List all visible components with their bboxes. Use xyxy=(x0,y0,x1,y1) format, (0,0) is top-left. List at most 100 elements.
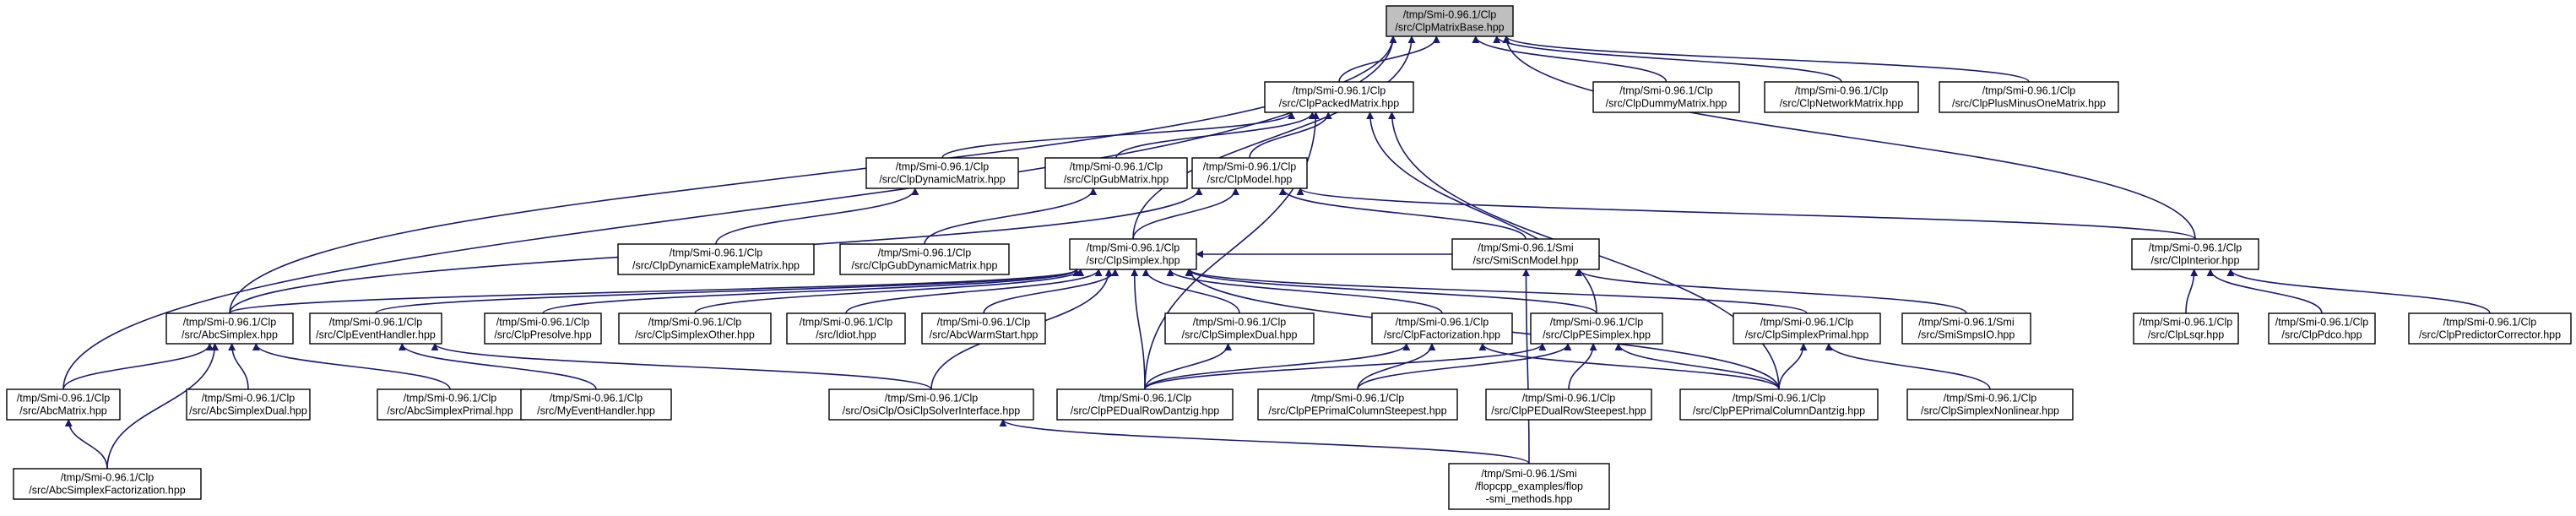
node-abcsimplexprimal-hpp[interactable]: /tmp/Smi-0.96.1/Clp/src/AbcSimplexPrimal… xyxy=(377,388,523,421)
node-abcmatrix-hpp[interactable]: /tmp/Smi-0.96.1/Clp/src/AbcMatrix.hpp xyxy=(6,388,121,421)
include-edge xyxy=(106,343,220,470)
node-label-line: /tmp/Smi-0.96.1/Clp xyxy=(1944,393,2037,405)
include-edge xyxy=(1144,343,1411,390)
node-idiot-hpp[interactable]: /tmp/Smi-0.96.1/Clp/src/Idiot.hpp xyxy=(786,312,906,345)
node-label-line: /src/ClpDynamicExampleMatrix.hpp xyxy=(632,260,800,272)
node-label-line: /src/SmiScnModel.hpp xyxy=(1472,255,1578,267)
node-abcwarmstart-hpp[interactable]: /tmp/Smi-0.96.1/Clp/src/AbcWarmStart.hpp xyxy=(921,312,1046,345)
node-label-line: /tmp/Smi-0.96.1/Smi xyxy=(1478,242,1573,254)
node-clpeventhandler-hpp[interactable]: /tmp/Smi-0.96.1/Clp/src/ClpEventHandler.… xyxy=(309,312,442,345)
node-box xyxy=(828,388,1034,421)
include-edge xyxy=(62,343,214,390)
node-box xyxy=(1451,238,1600,270)
node-clpgubmatrix-hpp[interactable]: /tmp/Smi-0.96.1/Clp/src/ClpGubMatrix.hpp xyxy=(1044,157,1188,189)
include-edge xyxy=(1166,269,1443,314)
node-clpfactorization-hpp[interactable]: /tmp/Smi-0.96.1/Clp/src/ClpFactorization… xyxy=(1371,312,1513,345)
node-clppeprimalcolumndantzig-hpp[interactable]: /tmp/Smi-0.96.1/Clp/src/ClpPEPrimalColum… xyxy=(1679,388,1879,421)
node-clpdummymatrix-hpp[interactable]: /tmp/Smi-0.96.1/Clp/src/ClpDummyMatrix.h… xyxy=(1592,81,1740,113)
node-label-line: /src/ClpDummyMatrix.hpp xyxy=(1606,98,1727,110)
include-edge xyxy=(1132,35,1416,240)
node-label-line: /src/ClpSimplex.hpp xyxy=(1086,255,1180,267)
node-label-line: /src/ClpInterior.hpp xyxy=(2151,255,2240,267)
node-osiclpsolverinterface-hpp[interactable]: /tmp/Smi-0.96.1/Clp/src/OsiClp/OsiClpSol… xyxy=(828,388,1034,421)
node-clppackedmatrix-hpp[interactable]: /tmp/Smi-0.96.1/Clp/src/ClpPackedMatrix.… xyxy=(1264,81,1414,113)
node-abcsimplex-hpp[interactable]: /tmp/Smi-0.96.1/Clp/src/AbcSimplex.hpp xyxy=(165,312,294,345)
node-box xyxy=(1530,312,1663,345)
node-label-line: /src/MyEventHandler.hpp xyxy=(537,405,655,417)
node-label-line: /tmp/Smi-0.96.1/Clp xyxy=(885,393,979,405)
node-abcsimplexdual-hpp[interactable]: /tmp/Smi-0.96.1/Clp/src/AbcSimplexDual.h… xyxy=(186,388,311,421)
node-box xyxy=(6,388,121,421)
node-label-line: /tmp/Smi-0.96.1/Clp xyxy=(1795,85,1889,97)
node-label-line: /tmp/Smi-0.96.1/Clp xyxy=(937,317,1031,329)
node-clppresolve-hpp[interactable]: /tmp/Smi-0.96.1/Clp/src/ClpPresolve.hpp xyxy=(484,312,602,345)
node-box xyxy=(1056,388,1234,421)
node-box xyxy=(839,243,1010,275)
node-clppedualrowdantzig-hpp[interactable]: /tmp/Smi-0.96.1/Clp/src/ClpPEDualRowDant… xyxy=(1056,388,1234,421)
node-label-line: /tmp/Smi-0.96.1/Clp xyxy=(878,247,972,259)
node-smismpsio-hpp[interactable]: /tmp/Smi-0.96.1/Smi/src/SmiSmpsIO.hpp xyxy=(1901,312,2031,345)
node-clpsimplexnonlinear-hpp[interactable]: /tmp/Smi-0.96.1/Clp/src/ClpSimplexNonlin… xyxy=(1906,388,2074,421)
node-clppeprimalcolumnsteepest-hpp[interactable]: /tmp/Smi-0.96.1/Clp/src/ClpPEPrimalColum… xyxy=(1257,388,1458,421)
include-edge xyxy=(1366,111,1597,314)
node-label-line: /tmp/Smi-0.96.1/Clp xyxy=(2139,317,2233,329)
node-label-line: /tmp/Smi-0.96.1/Clp xyxy=(1098,393,1192,405)
include-edge xyxy=(1131,269,1146,390)
node-box xyxy=(165,312,294,345)
include-edge xyxy=(1478,343,1780,390)
node-clppesimplex-hpp[interactable]: /tmp/Smi-0.96.1/Clp/src/ClpPESimplex.hpp xyxy=(1530,312,1663,345)
include-edge xyxy=(229,269,1081,314)
node-label-line: /tmp/Smi-0.96.1/Clp xyxy=(17,393,111,405)
node-label-line: /tmp/Smi-0.96.1/Clp xyxy=(1760,317,1854,329)
node-clpdynamicmatrix-hpp[interactable]: /tmp/Smi-0.96.1/Clp/src/ClpDynamicMatrix… xyxy=(865,157,1019,189)
node-clppredictorcorrector-hpp[interactable]: /tmp/Smi-0.96.1/Clp/src/ClpPredictorCorr… xyxy=(2408,312,2572,345)
node-clpsimplexprimal-hpp[interactable]: /tmp/Smi-0.96.1/Clp/src/ClpSimplexPrimal… xyxy=(1733,312,1881,345)
node-clppedualrowsteepest-hpp[interactable]: /tmp/Smi-0.96.1/Clp/src/ClpPEDualRowStee… xyxy=(1485,388,1652,421)
node-clpplusminusonematrix-hpp[interactable]: /tmp/Smi-0.96.1/Clp/src/ClpPlusMinusOneM… xyxy=(1939,81,2119,113)
node-label-line: /src/ClpLsqr.hpp xyxy=(2148,329,2224,341)
node-label-line: /tmp/Smi-0.96.1/Clp xyxy=(61,472,155,484)
node-label-line: /src/ClpPEDualRowSteepest.hpp xyxy=(1491,405,1646,417)
node-box xyxy=(1764,81,1919,113)
node-box xyxy=(1906,388,2074,421)
node-label-line: /tmp/Smi-0.96.1/Clp xyxy=(1550,317,1644,329)
node-label-line: /src/AbcMatrix.hpp xyxy=(19,405,107,417)
node-box xyxy=(1069,238,1197,270)
node-label-line: /tmp/Smi-0.96.1/Clp xyxy=(1396,317,1489,329)
include-edge xyxy=(252,343,451,390)
node-myeventhandler-hpp[interactable]: /tmp/Smi-0.96.1/Clp/src/MyEventHandler.h… xyxy=(520,388,672,421)
node-clpdynamicexamplematrix-hpp[interactable]: /tmp/Smi-0.96.1/Clp/src/ClpDynamicExampl… xyxy=(617,243,815,275)
node-box xyxy=(617,243,815,275)
node-label-line: /tmp/Smi-0.96.1/Clp xyxy=(1293,85,1386,97)
node-clpinterior-hpp[interactable]: /tmp/Smi-0.96.1/Clp/src/ClpInterior.hpp xyxy=(2131,238,2259,270)
node-clpsimplexother-hpp[interactable]: /tmp/Smi-0.96.1/Clp/src/ClpSimplexOther.… xyxy=(618,312,772,345)
node-box xyxy=(13,468,202,500)
node-box xyxy=(1733,312,1881,345)
node-abcsimplexfactorization-hpp[interactable]: /tmp/Smi-0.96.1/Clp/src/AbcSimplexFactor… xyxy=(13,468,202,500)
node-clppdco-hpp[interactable]: /tmp/Smi-0.96.1/Clp/src/ClpPdco.hpp xyxy=(2268,312,2376,345)
node-clpsimplexdual-hpp[interactable]: /tmp/Smi-0.96.1/Clp/src/ClpSimplexDual.h… xyxy=(1164,312,1315,345)
node-label-line: /flopcpp_examples/flop xyxy=(1475,481,1583,492)
node-clplsqr-hpp[interactable]: /tmp/Smi-0.96.1/Clp/src/ClpLsqr.hpp xyxy=(2133,312,2239,345)
node-label-line: /src/ClpSimplexOther.hpp xyxy=(635,329,755,341)
node-box xyxy=(2133,312,2239,345)
node-label-line: /tmp/Smi-0.96.1/Clp xyxy=(202,393,296,405)
node-label-line: /tmp/Smi-0.96.1/Clp xyxy=(1733,393,1826,405)
node-box xyxy=(1448,463,1610,510)
include-edge xyxy=(2206,269,2323,314)
node-clpsimplex-hpp[interactable]: /tmp/Smi-0.96.1/Clp/src/ClpSimplex.hpp xyxy=(1069,238,1197,270)
node-clpmodel-hpp[interactable]: /tmp/Smi-0.96.1/Clp/src/ClpModel.hpp xyxy=(1191,157,1308,189)
node-label-line: /src/ClpDynamicMatrix.hpp xyxy=(879,174,1005,186)
node-label-line: /tmp/Smi-0.96.1/Clp xyxy=(2149,242,2242,254)
node-clpnetworkmatrix-hpp[interactable]: /tmp/Smi-0.96.1/Clp/src/ClpNetworkMatrix… xyxy=(1764,81,1919,113)
node-label-line: /src/ClpPresolve.hpp xyxy=(494,329,591,341)
node-smi-methods-hpp[interactable]: /tmp/Smi-0.96.1/Smi/flopcpp_examples/flo… xyxy=(1448,463,1610,510)
node-smiscnmodel-hpp[interactable]: /tmp/Smi-0.96.1/Smi/src/SmiScnModel.hpp xyxy=(1451,238,1600,270)
node-label-line: /src/ClpModel.hpp xyxy=(1207,174,1293,186)
include-edge xyxy=(999,419,1530,464)
node-box xyxy=(786,312,906,345)
node-label-line: /tmp/Smi-0.96.1/Clp xyxy=(329,317,423,329)
node-label-line: /src/ClpPEPrimalColumnSteepest.hpp xyxy=(1268,405,1446,417)
node-clpgubdynamicmatrix-hpp[interactable]: /tmp/Smi-0.96.1/Clp/src/ClpGubDynamicMat… xyxy=(839,243,1010,275)
node-label-line: /tmp/Smi-0.96.1/Clp xyxy=(800,317,893,329)
